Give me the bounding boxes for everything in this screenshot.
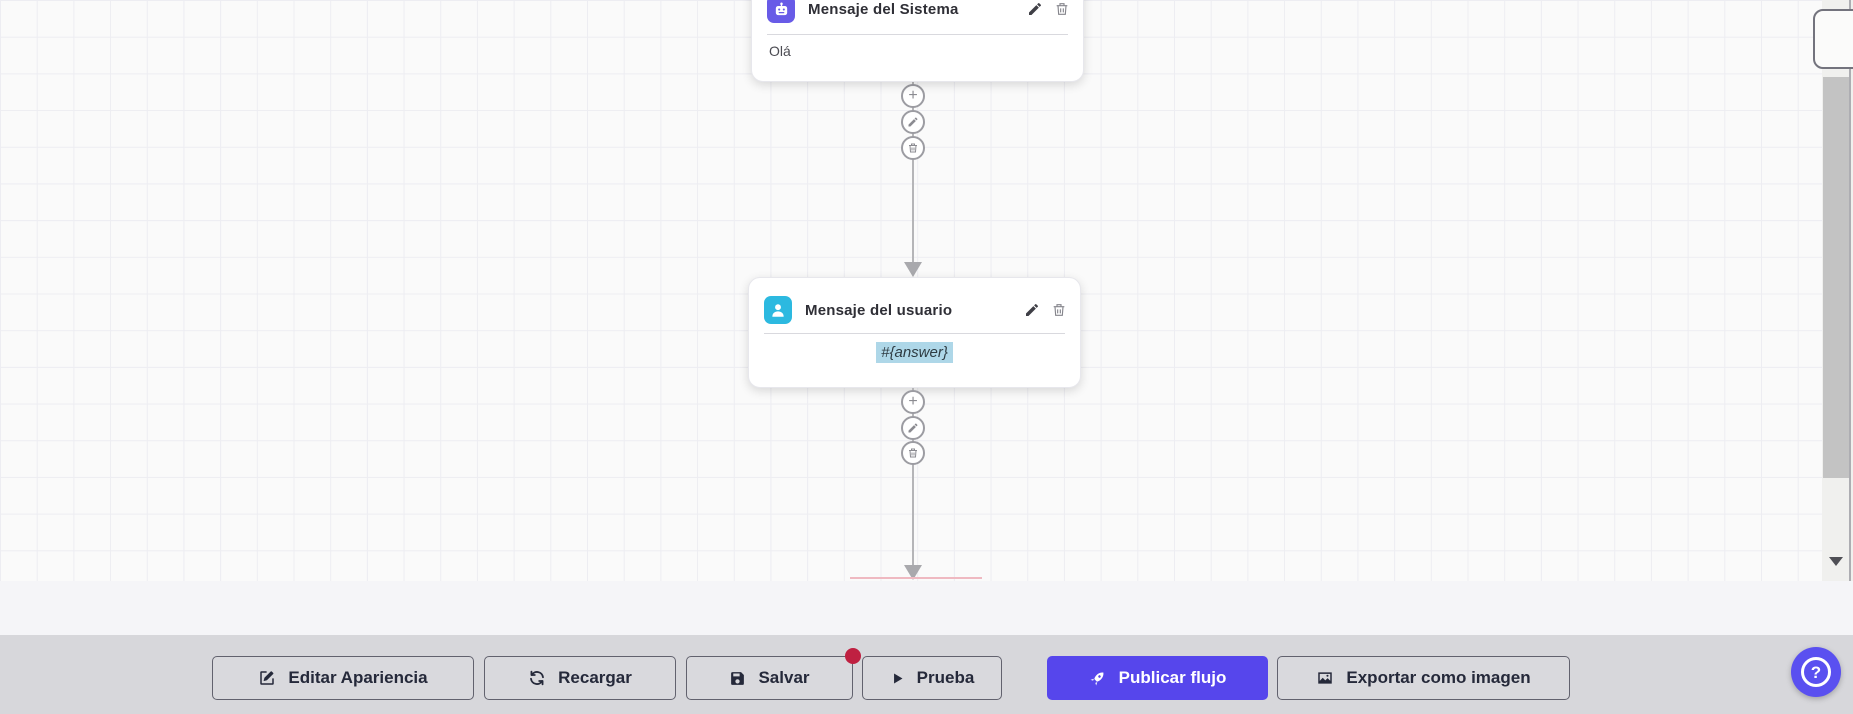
unsaved-changes-dot — [845, 648, 861, 664]
node-title: Mensaje del usuario — [805, 301, 953, 319]
connector-add-button[interactable]: + — [901, 84, 925, 108]
button-label: Editar Apariencia — [288, 668, 428, 687]
pencil-icon — [907, 422, 919, 434]
button-label: Recargar — [558, 668, 632, 687]
button-label: Exportar como imagen — [1346, 668, 1531, 687]
save-button[interactable]: Salvar — [686, 656, 853, 700]
arrow-down-icon — [904, 565, 922, 580]
rocket-icon — [1089, 669, 1107, 687]
node-header: Mensaje del Sistema — [767, 0, 1070, 23]
image-icon — [1316, 669, 1334, 687]
node-header: Mensaje del usuario — [764, 296, 1067, 324]
edit-node-icon[interactable] — [1027, 1, 1043, 17]
button-label: Prueba — [916, 668, 975, 687]
save-icon — [729, 670, 746, 687]
export-image-button[interactable]: Exportar como imagen — [1277, 656, 1570, 700]
edit-node-icon[interactable] — [1024, 302, 1040, 318]
bottom-toolbar: Editar Apariencia Recargar Salvar Prueba — [0, 635, 1853, 714]
node-divider — [767, 34, 1068, 35]
node-actions — [1027, 1, 1070, 17]
connector-edit-button[interactable] — [901, 110, 925, 134]
delete-node-icon[interactable] — [1054, 1, 1070, 17]
node-user-message[interactable]: Mensaje del usuario #{answer} — [748, 277, 1081, 388]
test-button[interactable]: Prueba — [862, 656, 1002, 700]
connector-delete-button[interactable] — [901, 441, 925, 465]
connector-line — [912, 82, 914, 263]
window-scrollbar-edge — [1849, 0, 1851, 714]
delete-node-icon[interactable] — [1051, 302, 1067, 318]
pencil-icon — [907, 116, 919, 128]
question-mark-glyph: ? — [1810, 662, 1822, 682]
connector-delete-button[interactable] — [901, 136, 925, 160]
canvas-scrollbar-thumb[interactable] — [1823, 77, 1849, 478]
button-label: Salvar — [758, 668, 810, 687]
node-system-message[interactable]: Mensaje del Sistema Olá — [751, 0, 1084, 82]
node-actions — [1024, 302, 1067, 318]
plus-icon: + — [908, 87, 918, 104]
corner-panel — [1813, 9, 1853, 69]
arrow-down-icon — [904, 262, 922, 277]
node-title: Mensaje del Sistema — [808, 0, 959, 18]
user-icon — [764, 296, 792, 324]
play-icon — [890, 671, 905, 686]
robot-icon — [767, 0, 795, 23]
help-button[interactable]: ? — [1791, 647, 1841, 697]
node-body-text: Olá — [769, 43, 791, 59]
scrollbar-down-arrow-icon[interactable] — [1829, 557, 1843, 566]
connector-edit-button[interactable] — [901, 416, 925, 440]
trash-icon — [907, 447, 919, 459]
canvas-footer-strip — [0, 581, 1853, 635]
connector-add-button[interactable]: + — [901, 390, 925, 414]
refresh-icon — [528, 669, 546, 687]
node-body: #{answer} — [749, 342, 1080, 363]
button-label: Publicar flujo — [1118, 668, 1227, 687]
publish-flow-button[interactable]: Publicar flujo — [1047, 656, 1268, 700]
reload-button[interactable]: Recargar — [484, 656, 676, 700]
connector-line — [912, 388, 914, 565]
trash-icon — [907, 142, 919, 154]
plus-icon: + — [908, 393, 918, 410]
answer-variable-chip[interactable]: #{answer} — [876, 342, 953, 363]
question-mark-icon: ? — [1801, 657, 1831, 687]
next-node-top-edge — [850, 577, 982, 579]
edit-appearance-button[interactable]: Editar Apariencia — [212, 656, 474, 700]
node-divider — [764, 333, 1065, 334]
edit-appearance-icon — [258, 669, 276, 687]
